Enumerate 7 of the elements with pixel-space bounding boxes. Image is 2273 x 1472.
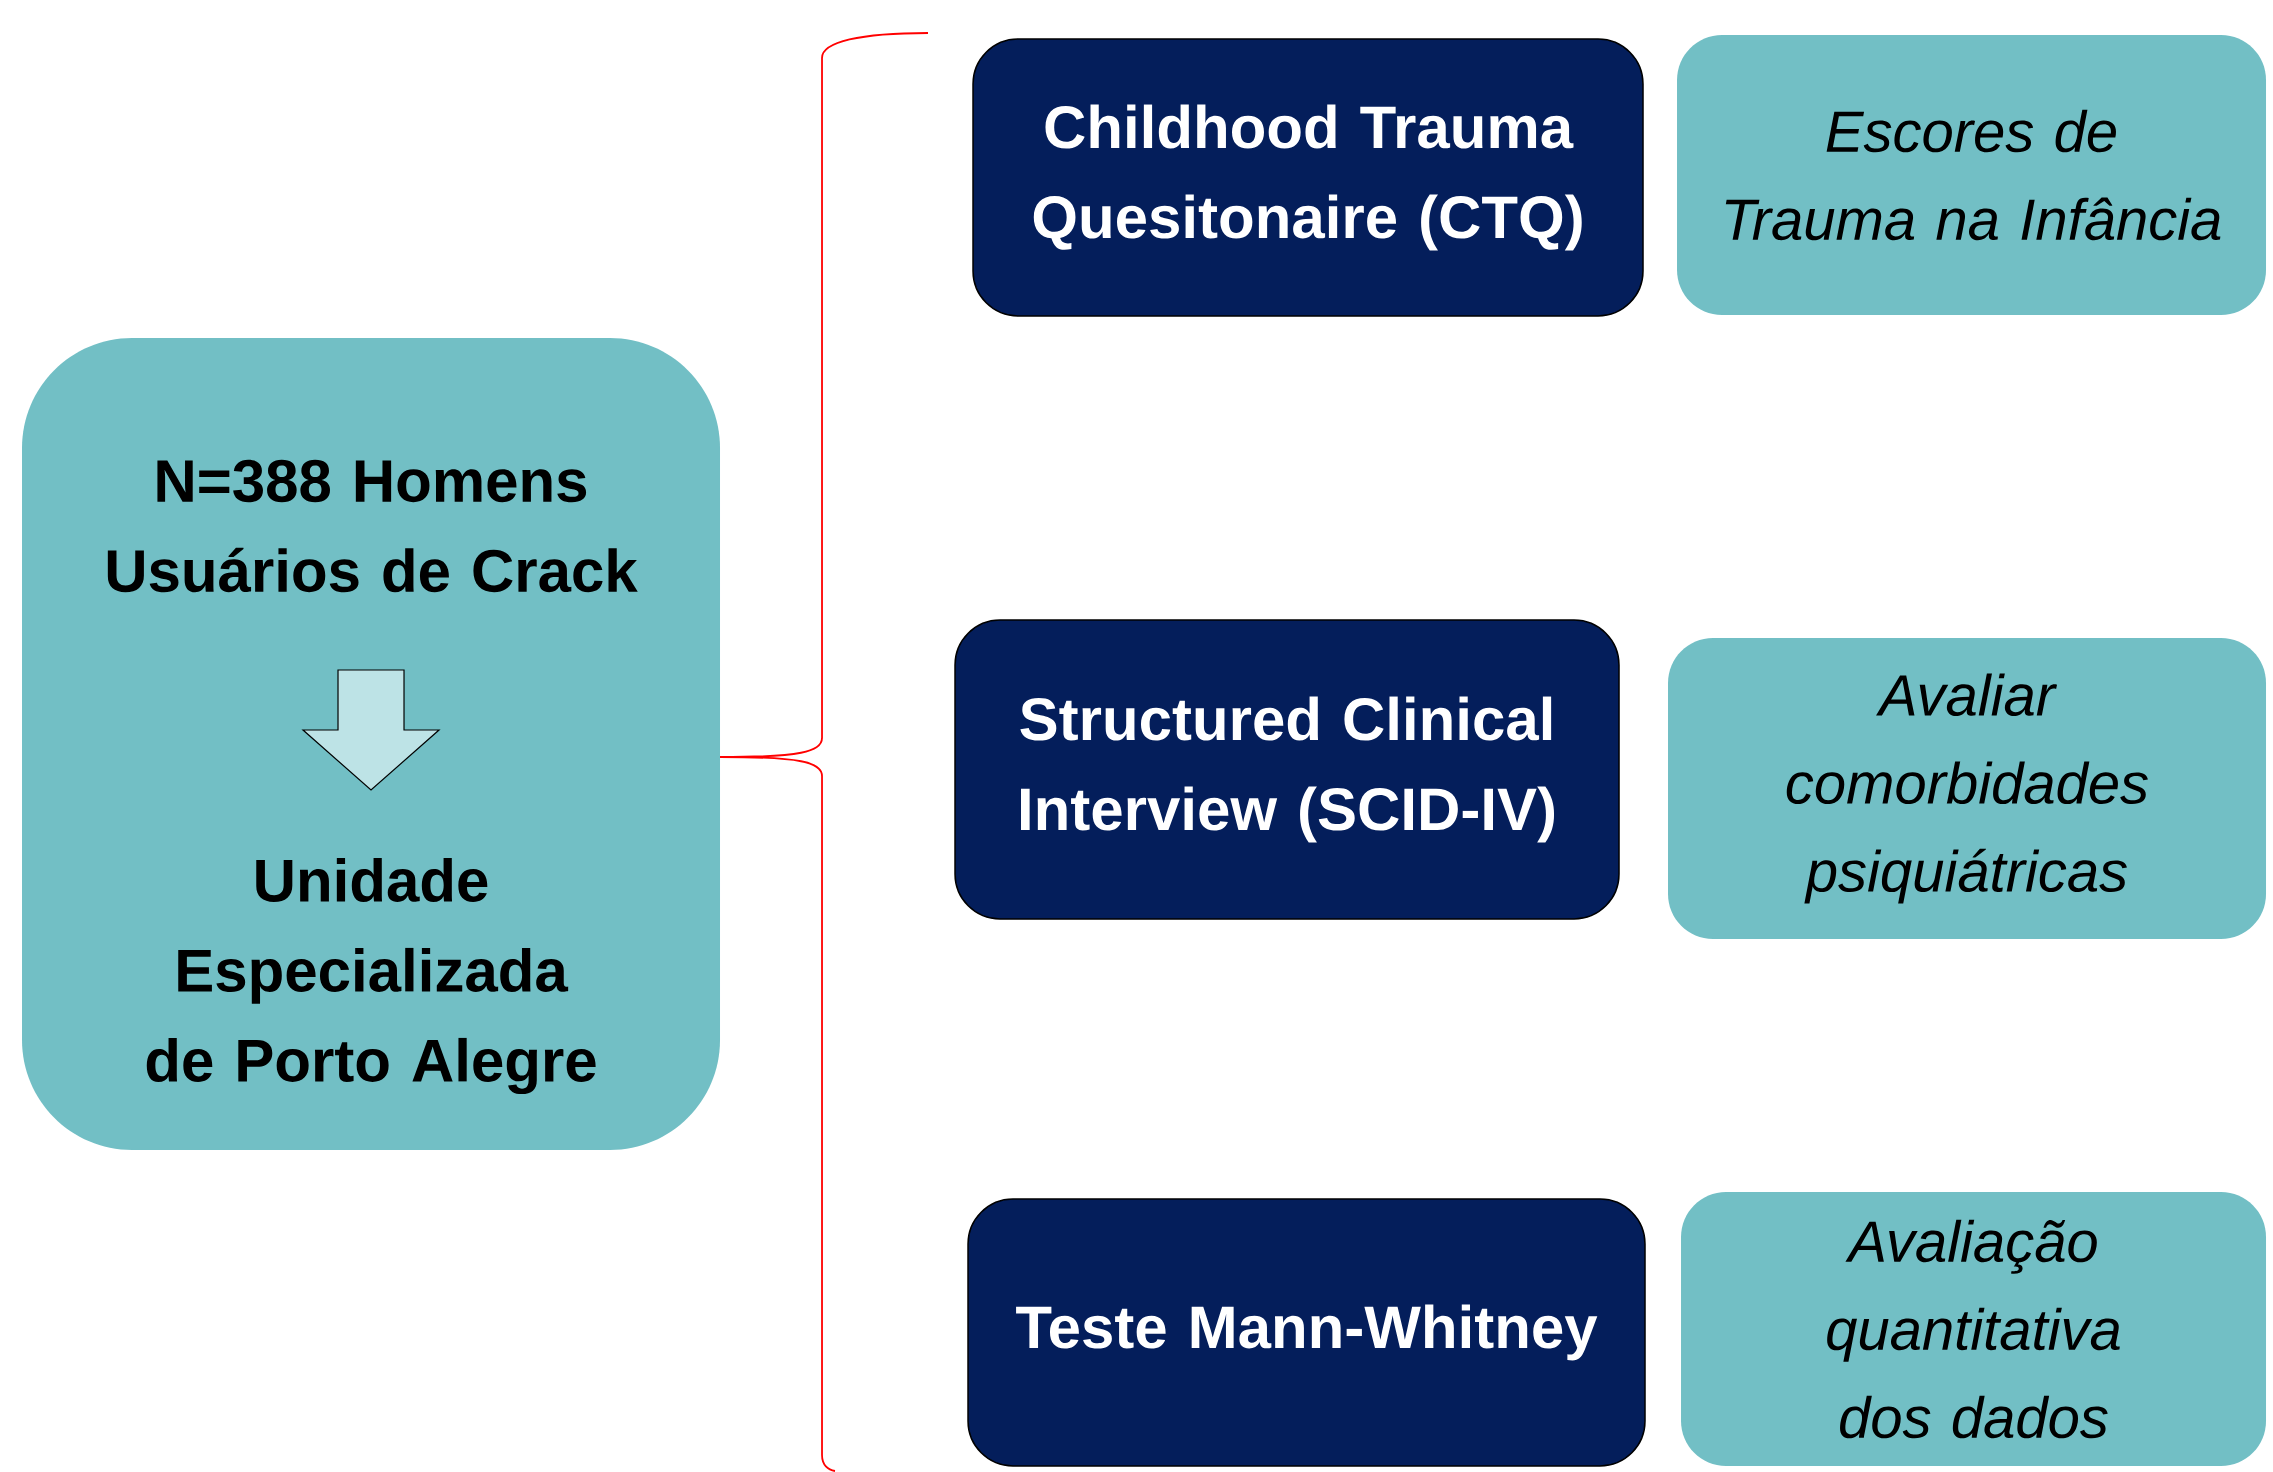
result-box: Avaliar comorbidades psiquiátricas [1668,638,2266,939]
result-box: Avaliação quantitativa dos dados [1681,1192,2266,1466]
method-box: Teste Mann-Whitney [967,1198,1646,1467]
method-box: Structured Clinical Interview (SCID-IV) [954,619,1620,920]
method-box: Childhood Trauma Quesitonaire (CTQ) [972,38,1644,317]
result-box: Escores de Trauma na Infância [1677,35,2266,315]
group-box: N=388 Homens Usuários de Crack Unidade Especializada de Porto Alegre [22,338,720,1150]
